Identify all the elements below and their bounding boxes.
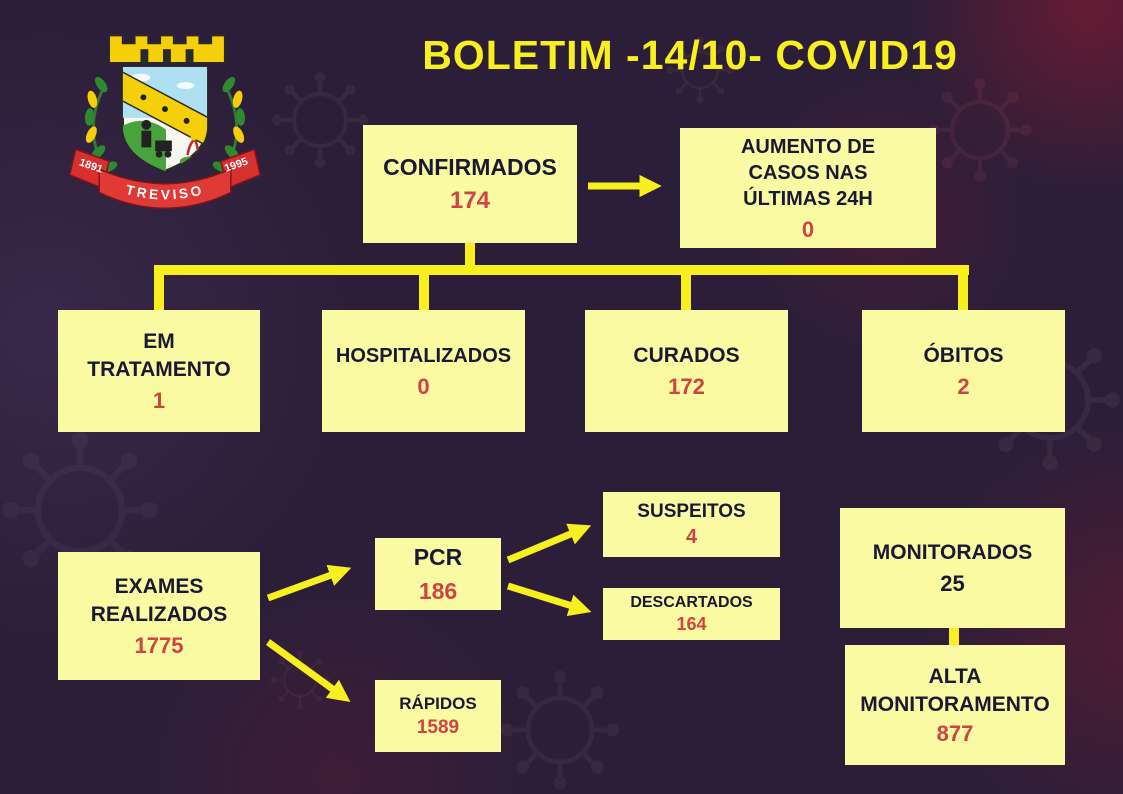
em-tratamento-value: 1	[152, 387, 166, 413]
alta-monitoramento-value: 877	[936, 720, 974, 746]
em-tratamento-box: EM TRATAMENTO 1	[58, 310, 260, 432]
pcr-label: PCR	[413, 544, 463, 571]
obitos-value: 2	[957, 374, 970, 400]
exames-realizados-box: EXAMES REALIZADOS 1775	[58, 552, 260, 680]
rapidos-value: 1589	[416, 717, 460, 739]
alta-monitoramento-label: ALTA MONITORAMENTO	[860, 665, 1050, 716]
monitorados-label: MONITORADOS	[872, 540, 1033, 564]
obitos-label: ÓBITOS	[923, 343, 1004, 367]
exames-realizados-label: EXAMES REALIZADOS	[90, 575, 228, 626]
pcr-box: PCR 186	[375, 538, 501, 610]
descartados-value: 164	[676, 614, 707, 635]
hospitalizados-value: 0	[417, 373, 430, 399]
monitorados-value: 25	[940, 571, 965, 597]
descartados-label: DESCARTADOS	[630, 593, 753, 611]
em-tratamento-label: EM TRATAMENTO	[87, 330, 231, 381]
aumento-24h-value: 0	[801, 216, 815, 242]
exames-realizados-value: 1775	[134, 632, 184, 658]
svg-text:TREVISO: TREVISO	[124, 182, 205, 202]
logo-city-name: TREVISO	[124, 182, 202, 202]
curados-label: CURADOS	[633, 343, 740, 367]
descartados-box: DESCARTADOS 164	[603, 588, 780, 640]
city-coat-of-arms: 1891 1995 TREVISO	[60, 6, 270, 227]
hospitalizados-box: HOSPITALIZADOS 0	[322, 310, 525, 432]
suspeitos-value: 4	[685, 526, 698, 549]
alta-monitoramento-box: ALTA MONITORAMENTO 877	[845, 645, 1065, 765]
pcr-value: 186	[418, 577, 458, 604]
monitorados-box: MONITORADOS 25	[840, 508, 1065, 628]
hospitalizados-label: HOSPITALIZADOS	[335, 344, 512, 367]
rapidos-box: RÁPIDOS 1589	[375, 680, 501, 752]
confirmados-value: 174	[449, 187, 491, 215]
aumento-24h-label: AUMENTO DE CASOS NAS ÚLTIMAS 24H	[740, 135, 876, 210]
aumento-24h-box: AUMENTO DE CASOS NAS ÚLTIMAS 24H 0	[680, 128, 936, 248]
confirmados-box: CONFIRMADOS 174	[363, 125, 577, 243]
shield	[121, 65, 209, 173]
obitos-box: ÓBITOS 2	[862, 310, 1065, 432]
ribbon-banner: 1891 1995 TREVISO	[68, 148, 262, 209]
suspeitos-label: SUSPEITOS	[637, 500, 746, 522]
confirmados-label: CONFIRMADOS	[383, 153, 557, 180]
curados-value: 172	[668, 374, 705, 400]
curados-box: CURADOS 172	[585, 310, 788, 432]
suspeitos-box: SUSPEITOS 4	[603, 492, 780, 557]
coat-of-arms-graphic: 1891 1995 TREVISO	[68, 34, 262, 209]
mural-crown	[108, 34, 226, 64]
bulletin-title: BOLETIM -14/10- COVID19	[422, 32, 958, 78]
rapidos-label: RÁPIDOS	[399, 693, 477, 713]
